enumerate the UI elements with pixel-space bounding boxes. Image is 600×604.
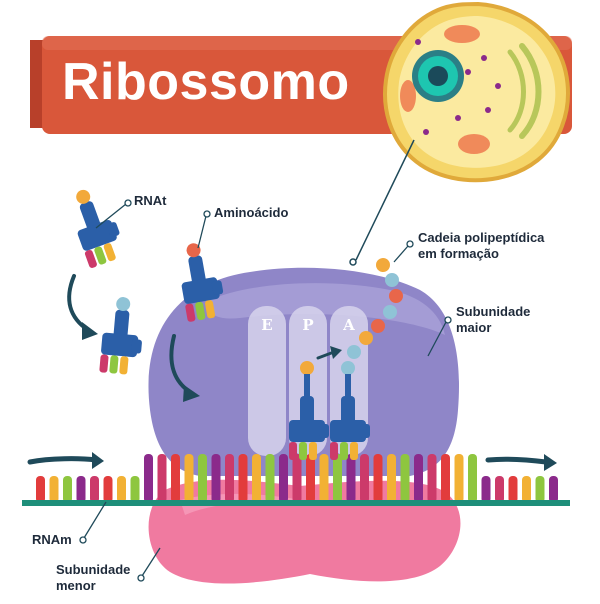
- mrna-codon-bar: [481, 476, 491, 503]
- mrna-codon-bar: [252, 454, 261, 503]
- page-title: Ribossomo: [62, 53, 350, 111]
- curved-arrow-1: [67, 274, 98, 340]
- label-leaders: [79, 199, 452, 582]
- amino-acid-bead: [76, 189, 91, 204]
- label-chain-line2: em formação: [418, 246, 499, 261]
- mrna-arrow-right: [485, 454, 557, 471]
- mrna-codon-bar: [103, 476, 113, 503]
- mrna-codon-bar: [387, 454, 396, 503]
- mrna-codon-bar: [279, 454, 288, 503]
- site-e-label: E: [261, 316, 272, 334]
- mrna-codon-bar: [36, 476, 45, 503]
- label-large-subunit-line2: maior: [456, 320, 492, 335]
- mrna-codon-bar: [225, 454, 234, 503]
- mrna-codon-bar: [144, 454, 153, 503]
- label-amino-acid: Aminoácido: [214, 205, 289, 220]
- site-column-e: [248, 306, 286, 456]
- trna-site-p: [289, 361, 329, 460]
- cell-illustration: [383, 1, 570, 183]
- label-large-subunit-line1: Subunidade: [456, 304, 531, 319]
- mrna-codon-bar: [184, 454, 194, 503]
- label-small-subunit-line1: Subunidade: [56, 562, 131, 577]
- cell-leader-line: [355, 139, 415, 261]
- label-chain-line1: Cadeia polipeptídica: [418, 230, 545, 245]
- label-mrna: RNAm: [32, 532, 72, 547]
- mrna-codons: [36, 454, 558, 503]
- mrna-codon-bar: [522, 476, 531, 503]
- mrna-codon-bar: [130, 476, 140, 503]
- mrna-codon-bar: [495, 476, 504, 503]
- mrna-codon-bar: [535, 476, 545, 503]
- mrna-codon-bar: [76, 476, 86, 503]
- mrna-codon-bar: [171, 454, 180, 503]
- amino-acid-bead: [341, 361, 355, 375]
- mrna-codon-bar: [333, 454, 342, 503]
- mrna-codon-bar: [468, 454, 477, 503]
- mrna-codon-bar: [63, 476, 72, 503]
- mrna-codon-bar: [90, 476, 99, 503]
- small-subunit: [148, 479, 461, 584]
- mrna-codon-bar: [414, 454, 423, 503]
- site-p-label: P: [302, 316, 313, 334]
- mrna-codon-bar: [549, 476, 558, 503]
- mrna-codon-bar: [117, 476, 126, 503]
- trna-free-top: [68, 189, 128, 269]
- mrna-codon-bar: [441, 454, 450, 503]
- polypeptide-chain: [347, 258, 403, 359]
- mrna-codon-bar: [400, 454, 410, 503]
- mrna-codon-bar: [238, 454, 248, 503]
- mrna-arrow-left: [27, 452, 104, 469]
- site-a-label: A: [342, 316, 355, 334]
- mrna-codon-bar: [198, 454, 207, 503]
- mrna-codon-bar: [360, 454, 369, 503]
- amino-acid-bead: [116, 297, 131, 312]
- mrna-codon-bar: [157, 454, 167, 503]
- label-trna: RNAt: [134, 193, 167, 208]
- mrna-codon-bar: [292, 454, 302, 503]
- trna-site-a: [330, 361, 370, 460]
- mrna-codon-bar: [306, 454, 315, 503]
- mrna-codon-bar: [346, 454, 356, 503]
- mrna-backbone: [22, 500, 570, 506]
- mrna-codon-bar: [373, 454, 383, 503]
- curved-arrow-2: [169, 334, 200, 402]
- mrna-codon-bar: [508, 476, 518, 503]
- label-small-subunit-line2: menor: [56, 578, 96, 593]
- amino-acid-bead: [186, 243, 201, 258]
- mrna-codon-bar: [265, 454, 275, 503]
- mrna-codon-bar: [211, 454, 221, 503]
- mrna-codon-bar: [319, 454, 329, 503]
- mrna-codon-bar: [427, 454, 437, 503]
- peptide-transfer-arrow: [316, 346, 342, 360]
- trna-free-lower: [176, 243, 228, 323]
- mrna-codon-bar: [49, 476, 59, 503]
- amino-acid-bead: [300, 361, 314, 375]
- trna-free-middle: [99, 297, 145, 376]
- mrna-codon-bar: [454, 454, 464, 503]
